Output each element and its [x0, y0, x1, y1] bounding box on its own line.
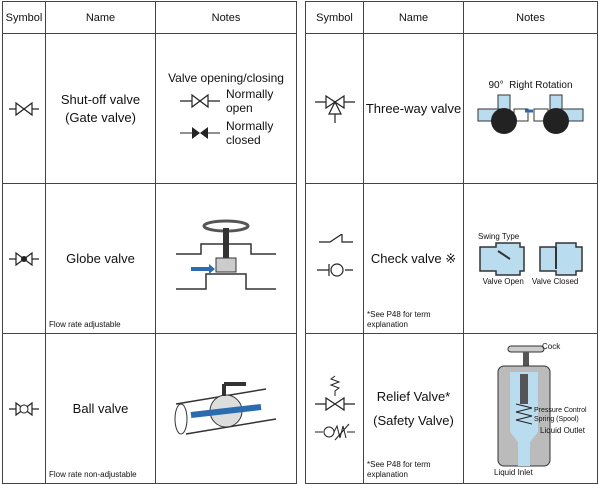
valve-closed-label: Valve Closed	[531, 276, 579, 286]
notes-title: Valve opening/closing	[168, 70, 284, 85]
valve-name: Check valve ※	[370, 250, 457, 266]
relief-valve-symbols-icon	[314, 375, 355, 440]
valve-footnote: *See P48 for term explanation	[367, 460, 431, 479]
header-name: Name	[363, 1, 464, 34]
swing-type-label: Swing Type	[478, 231, 520, 241]
header-notes: Notes	[155, 1, 297, 34]
check-valve-illustration-icon	[478, 241, 583, 276]
table-row: Relief Valve* (Safety Valve) *See P48 for …	[305, 333, 598, 484]
valve-table-right: Symbol Name Notes Three-way valve 90° Ri…	[305, 1, 598, 484]
globe-valve-illustration-icon	[176, 219, 276, 290]
ball-valve-symbol-icon	[9, 401, 39, 416]
gate-valve-symbol-icon	[9, 101, 39, 116]
globe-valve-symbol-icon	[9, 251, 39, 266]
valve-name: Globe valve	[66, 250, 135, 266]
table-row: Shut-off valve (Gate valve) Valve opening…	[2, 33, 297, 184]
header-name: Name	[45, 1, 156, 34]
valve-footnote: *See P48 for term explanation	[367, 310, 431, 329]
liquid-outlet-label: Liquid Outlet	[540, 426, 585, 435]
valve-table-left: Symbol Name Notes Shut-off valve (Gate va…	[2, 1, 297, 484]
table-row: Three-way valve 90° Right Rotation	[305, 33, 598, 184]
table-row: Check valve ※ *See P48 for term explanati…	[305, 183, 598, 334]
normally-closed-label: Normally closed	[226, 118, 274, 147]
three-way-valve-symbol-icon	[314, 94, 355, 123]
liquid-inlet-label: Liquid Inlet	[494, 468, 533, 477]
cock-label: Cock	[542, 342, 561, 351]
relief-valve-illustration-icon	[497, 345, 551, 467]
open-valve-icon	[180, 93, 220, 108]
spring-label: Pressure Control Spring (Spool)	[534, 407, 587, 423]
header-symbol: Symbol	[2, 1, 46, 34]
valve-name: Three-way valve	[365, 100, 462, 116]
valve-footnote: Flow rate non-adjustable	[49, 470, 137, 479]
valve-name: Ball valve	[72, 400, 129, 416]
header-notes: Notes	[463, 1, 598, 34]
header-symbol: Symbol	[305, 1, 364, 34]
rotation-angle: 90°	[488, 79, 504, 91]
valve-open-label: Valve Open	[482, 276, 524, 286]
normally-open-label: Normally open	[226, 86, 274, 115]
valve-name: Shut-off valve	[60, 91, 141, 107]
ball-valve-illustration-icon	[174, 381, 277, 435]
valve-footnote: Flow rate adjustable	[49, 320, 121, 329]
three-way-rotation-illustration-icon	[477, 94, 583, 134]
valve-name-sub: (Safety Valve)	[373, 412, 454, 428]
valve-name-sub: (Gate valve)	[65, 109, 136, 125]
valve-name: Relief Valve*	[376, 388, 451, 404]
check-valve-symbols-icon	[316, 233, 353, 277]
closed-valve-icon	[180, 126, 220, 139]
rotation-label: Right Rotation	[509, 79, 573, 91]
